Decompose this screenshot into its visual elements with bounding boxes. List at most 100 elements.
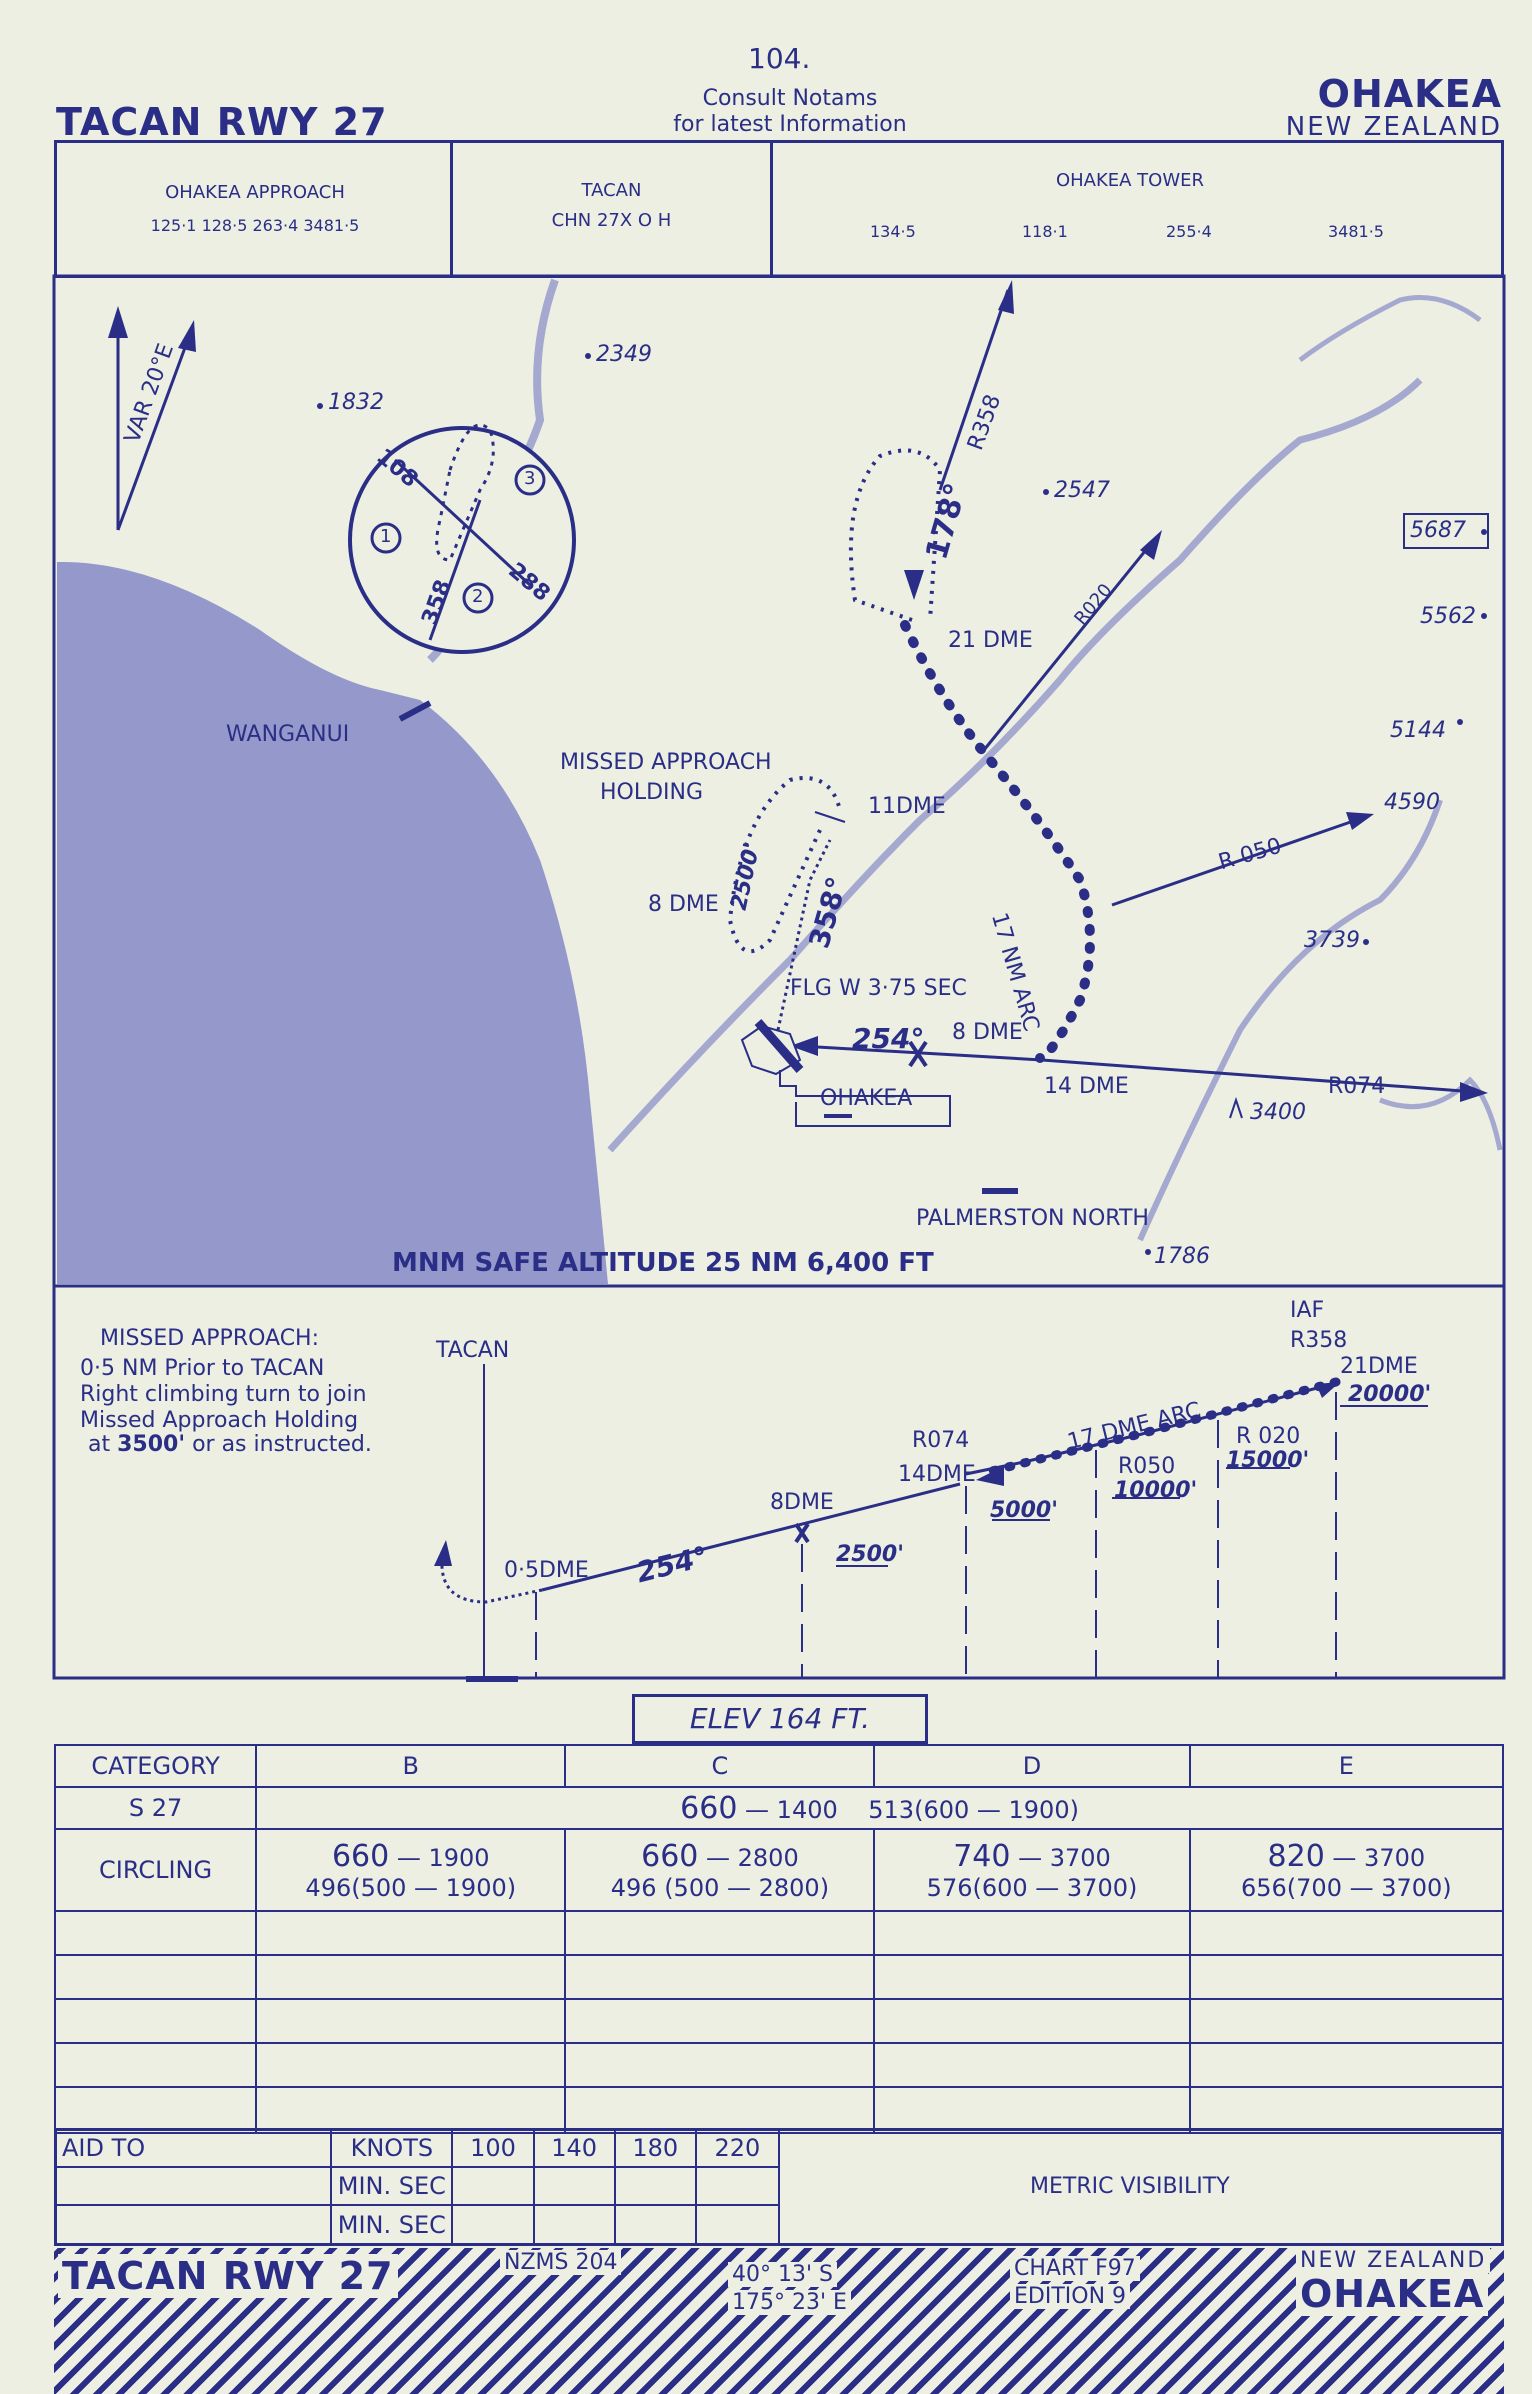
elev-3739: 3739 (1304, 928, 1360, 953)
freq-divider-2 (770, 140, 773, 278)
msa-label: MNM SAFE ALTITUDE 25 NM 6,400 FT (392, 1248, 934, 1278)
speed-100: 100 (451, 2128, 535, 2168)
inset-holding-pattern (435, 423, 495, 562)
elev-5144: 5144 (1390, 718, 1446, 743)
cat-b: B (255, 1744, 567, 1788)
elev-5687: 5687 (1410, 518, 1466, 543)
footer-lat: 40° 13' S (728, 2262, 837, 2287)
plan-21dme: 21 DME (948, 628, 1033, 653)
airport-name: OHAKEA (1317, 72, 1502, 116)
circling-d-vis: 3700 (1049, 1843, 1111, 1872)
empty-row (53, 2086, 258, 2134)
speed-140: 140 (532, 2128, 616, 2168)
elev-5562: 5562 (1420, 604, 1476, 629)
circling-e-haa: 656(700 — 3700) (1240, 1873, 1452, 1902)
page-number: 104. (748, 42, 811, 75)
plan-r074: R074 (1328, 1074, 1386, 1099)
tower-freq-3: 255·4 (1166, 222, 1212, 241)
elev-1832: 1832 (328, 390, 384, 415)
approach-frequencies: 125·1 128·5 263·4 3481·5 (150, 216, 360, 235)
tower-label: OHAKEA TOWER (1055, 170, 1205, 191)
profile-r020: R 020 (1236, 1424, 1301, 1449)
elev-3400: 3400 (1250, 1100, 1306, 1125)
r050-radial (1111, 816, 1363, 907)
circling-b-vis: 1900 (428, 1843, 490, 1872)
cat-c: C (564, 1744, 876, 1788)
plan-flg: FLG W 3·75 SEC (790, 976, 967, 1001)
s27-label: S 27 (53, 1786, 258, 1830)
footer-chart: CHART F97 (1010, 2256, 1140, 2281)
empty-row (53, 1954, 258, 2000)
missed-tail: or as instructed. (192, 1432, 372, 1457)
airport-country: NEW ZEALAND (1285, 112, 1502, 142)
speed-220: 220 (694, 2128, 781, 2168)
r358-radial (938, 289, 1010, 491)
missed-title: MISSED APPROACH: (100, 1326, 320, 1351)
empty-row (53, 2042, 258, 2088)
missed-climb-curve (440, 1559, 543, 1604)
profile-iaf-r358: R358 (1290, 1328, 1348, 1353)
speed-180: 180 (613, 2128, 697, 2168)
missed-line-2: Right climbing turn to join (80, 1382, 367, 1407)
min-sec-1: MIN. SEC (330, 2166, 454, 2206)
inset-entry-3: 3 (524, 468, 536, 489)
missed-approach-label: MISSED APPROACH (560, 750, 772, 775)
plan-14dme: 14 DME (1044, 1074, 1129, 1099)
missed-at: at (88, 1432, 111, 1457)
r020-radial (982, 539, 1156, 751)
profile-05dme: 0·5DME (504, 1558, 589, 1583)
r074-radial (1041, 1058, 1477, 1094)
timing-table: AID TO KNOTS 100 140 180 220 MIN. SEC MI… (53, 2128, 781, 2246)
plan-11dme: 11DME (868, 794, 946, 819)
cat-d: D (873, 1744, 1191, 1788)
missed-line-3: Missed Approach Holding (80, 1408, 359, 1433)
freq-divider-1 (450, 140, 453, 278)
sea-area (57, 561, 608, 1284)
initial-holding (848, 448, 943, 622)
tacan-channel: CHN 27X O H (551, 210, 672, 231)
approach-label: OHAKEA APPROACH (165, 182, 345, 203)
metric-visibility: METRIC VISIBILITY (1030, 2174, 1230, 2199)
profile-alt-2500: 2500' (836, 1542, 904, 1567)
footer-edition: EDITION 9 (1010, 2284, 1131, 2309)
wanganui-marker (398, 700, 432, 722)
elev-1786: 1786 (1154, 1244, 1210, 1269)
profile-r050: R050 (1118, 1454, 1176, 1479)
s27-vis: 1400 (776, 1795, 838, 1824)
knots-label: KNOTS (330, 2128, 454, 2168)
cat-e: E (1188, 1744, 1505, 1788)
plan-8dme: 8 DME (952, 1020, 1023, 1045)
elev-2547: 2547 (1054, 478, 1110, 503)
palmerston-marker (982, 1188, 1018, 1194)
river-2 (607, 377, 1423, 1153)
elev-5687-box (1403, 513, 1489, 549)
obstacle-symbol (1229, 1096, 1243, 1119)
empty-row (53, 1998, 258, 2044)
minimums-table: CATEGORY B C D E S 27 660 — 1400 513(600… (53, 1744, 1505, 2134)
circling-c-mda: 660 (641, 1838, 699, 1874)
inset-entry-2: 2 (472, 586, 484, 607)
profile-r074: R074 (912, 1428, 970, 1453)
min-sec-2: MIN. SEC (330, 2204, 454, 2246)
circling-d-haa: 576(600 — 3700) (926, 1873, 1138, 1902)
footer-country: NEW ZEALAND (1296, 2248, 1491, 2273)
holding-label: HOLDING (600, 780, 704, 805)
tacan-label: TACAN (581, 180, 642, 201)
river-4 (1298, 295, 1482, 363)
circling-e-vis: 3700 (1364, 1843, 1426, 1872)
elevation-box: ELEV 164 FT. (632, 1694, 928, 1744)
profile-alt-5000: 5000' (990, 1498, 1058, 1523)
profile-tacan: TACAN (436, 1338, 510, 1363)
plan-8dme-left: 8 DME (648, 892, 719, 917)
s27-mda: 660 (680, 1790, 738, 1826)
footer-lon: 175° 23' E (728, 2290, 851, 2315)
circling-label: CIRCLING (53, 1828, 258, 1912)
circling-d-mda: 740 (953, 1838, 1011, 1874)
circling-e-mda: 820 (1267, 1838, 1325, 1874)
circling-c-vis: 2800 (737, 1843, 799, 1872)
s27-haa: 513(600 — 1900) (868, 1795, 1079, 1824)
ohakea-label: OHAKEA (820, 1086, 913, 1111)
